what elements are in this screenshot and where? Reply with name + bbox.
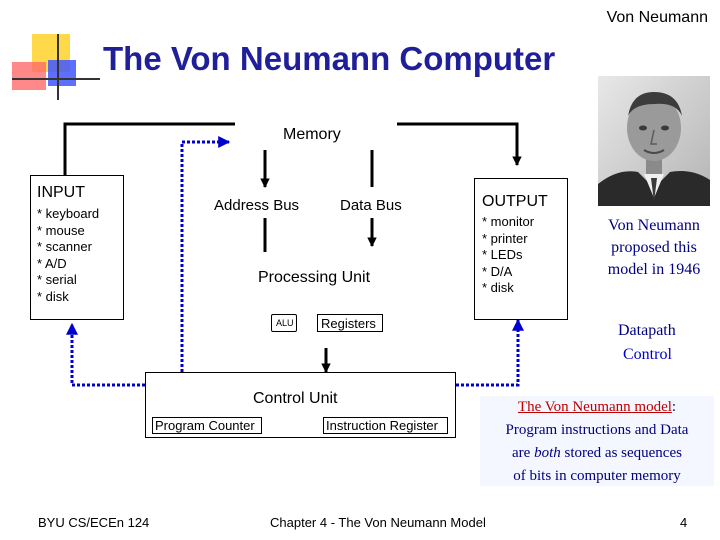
- output-item: * D/A: [482, 263, 513, 279]
- title-decoration: [0, 0, 100, 100]
- registers-label: Registers: [321, 316, 376, 331]
- input-item: * disk: [37, 288, 69, 304]
- proposed-note: Von Neumann proposed this model in 1946: [590, 215, 718, 281]
- model-line2-em: both: [534, 445, 561, 461]
- memory-to-input-line: [63, 122, 235, 175]
- output-box: OUTPUT * monitor * printer * LEDs * D/A …: [474, 178, 568, 320]
- memory-box: Memory: [235, 106, 397, 150]
- control-to-memory-line: [180, 136, 231, 372]
- output-title: OUTPUT: [482, 193, 548, 210]
- model-note-line3: of bits in computer memory: [513, 468, 681, 484]
- input-list: * keyboard * mouse * scanner * A/D * ser…: [37, 206, 99, 305]
- control-unit-label: Control Unit: [253, 390, 338, 407]
- datapath-note: Datapath: [618, 322, 676, 339]
- control-to-input-line: [66, 322, 145, 387]
- address-bus-label: Address Bus: [214, 197, 300, 214]
- data-bus-label: Data Bus: [340, 197, 402, 214]
- output-item: * monitor: [482, 214, 535, 229]
- output-item: * LEDs: [482, 247, 523, 262]
- proposed-note-text: Von Neumann proposed this model in 1946: [607, 217, 701, 278]
- input-item: * serial: [37, 272, 77, 287]
- output-list: * monitor * printer * LEDs * D/A * disk: [482, 214, 534, 297]
- corner-title: Von Neumann: [606, 9, 708, 26]
- model-note-line1: Program instructions and Data: [505, 422, 689, 438]
- input-title: INPUT: [37, 184, 85, 201]
- model-line2-post: stored as sequences: [560, 445, 682, 461]
- memory-label: Memory: [283, 126, 341, 143]
- output-item: * printer: [482, 230, 528, 246]
- alu-label: ALU: [276, 318, 294, 328]
- model-note-line2: are both stored as sequences: [480, 442, 714, 465]
- control-to-output-line: [456, 318, 524, 387]
- input-box: INPUT * keyboard * mouse * scanner * A/D…: [30, 175, 124, 320]
- model-note-line0: The Von Neumann model:: [480, 396, 714, 419]
- control-unit-box: Control Unit Program Counter Instruction…: [145, 372, 456, 438]
- input-item: * keyboard: [37, 206, 100, 221]
- deco-vertical-line: [57, 34, 59, 100]
- von-neumann-model-note: The Von Neumann model: Program instructi…: [480, 396, 714, 486]
- model-colon: :: [671, 399, 677, 415]
- slide-title: The Von Neumann Computer: [103, 40, 556, 77]
- memory-to-output-line: [397, 122, 522, 166]
- processing-unit-box: Processing Unit ALU Registers: [237, 252, 397, 348]
- processing-unit-label: Processing Unit: [258, 269, 371, 286]
- model-line2-pre: are: [512, 445, 535, 461]
- instruction-register-label: Instruction Register: [326, 418, 438, 433]
- deco-red-square: [12, 62, 46, 90]
- program-counter-label: Program Counter: [155, 418, 255, 433]
- control-note: Control: [623, 346, 672, 363]
- alu-box: ALU: [271, 314, 297, 332]
- footer-center: Chapter 4 - The Von Neumann Model: [270, 515, 486, 530]
- output-item: * disk: [482, 280, 514, 295]
- deco-horizontal-line: [12, 78, 100, 80]
- input-item: * A/D: [37, 255, 67, 271]
- footer-page-number: 4: [680, 515, 688, 530]
- deco-blue-square: [48, 60, 76, 86]
- footer-left: BYU CS/ECEn 124: [38, 515, 150, 530]
- model-title: The Von Neumann model: [517, 399, 672, 415]
- von-neumann-portrait: [598, 76, 710, 206]
- input-item: * mouse: [37, 222, 85, 238]
- program-counter-box: Program Counter: [152, 417, 262, 434]
- input-item: * scanner: [37, 239, 92, 254]
- instruction-register-box: Instruction Register: [323, 417, 448, 434]
- registers-box: Registers: [317, 314, 383, 332]
